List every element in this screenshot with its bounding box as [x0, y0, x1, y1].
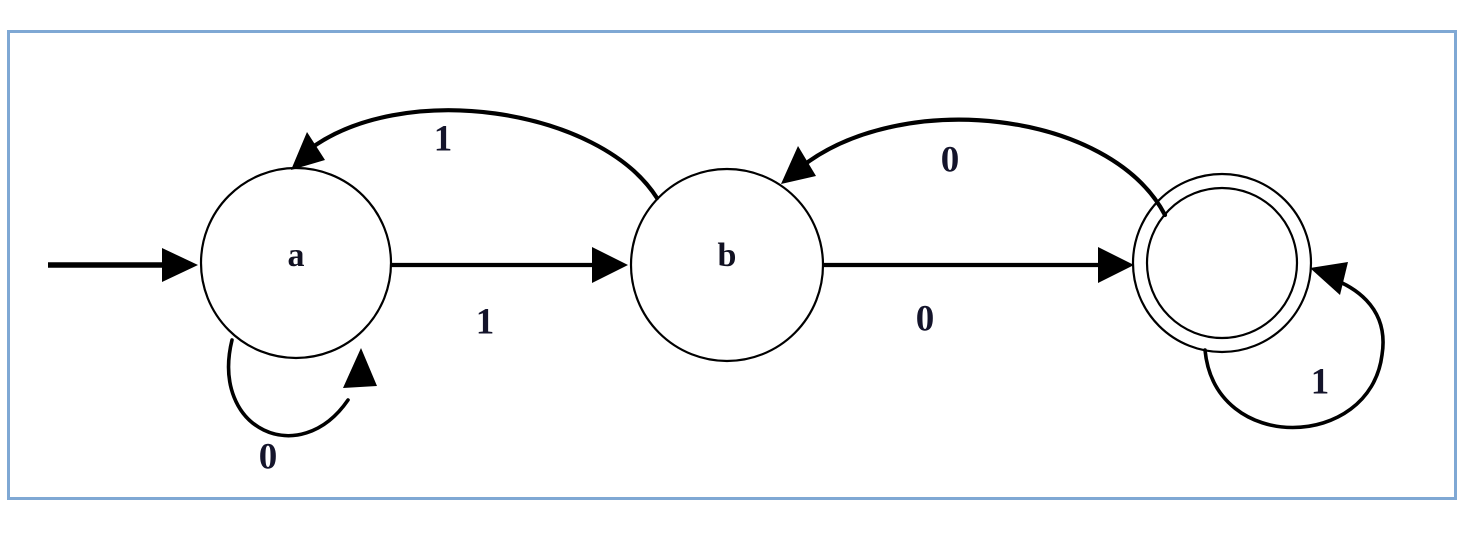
transition-c-self-loop-arrowhead [1310, 262, 1348, 295]
transition-a-self-loop[interactable]: 0 [226, 338, 377, 477]
transition-b-to-a-label: 1 [434, 118, 453, 159]
transition-a-to-b-arrowhead [592, 247, 628, 283]
state-c-accepting[interactable] [1131, 172, 1313, 354]
transition-b-to-c-label: 0 [916, 298, 935, 339]
start-arrowhead [162, 248, 198, 282]
transition-b-to-a-arc[interactable] [303, 108, 660, 201]
transition-b-to-c-arrowhead [1098, 247, 1134, 283]
state-b-label: b [718, 237, 737, 274]
transition-b-to-a[interactable]: 1 [291, 108, 660, 201]
state-c-inner-circle [1145, 186, 1299, 340]
transition-c-to-b-arrowhead [781, 146, 816, 184]
transition-c-self-loop[interactable]: 1 [1203, 262, 1385, 430]
transition-b-to-c[interactable]: 0 [821, 247, 1134, 339]
transition-b-to-a-arrowhead [291, 132, 325, 170]
transition-a-to-b-label: 1 [476, 301, 495, 342]
transition-c-to-b[interactable]: 0 [781, 117, 1168, 218]
transition-c-self-loop-arc[interactable] [1203, 276, 1385, 430]
state-c-outer-circle[interactable] [1131, 172, 1313, 354]
transition-a-self-loop-label: 0 [259, 436, 278, 477]
transition-c-to-b-arc[interactable] [797, 117, 1168, 218]
transition-a-self-loop-arc[interactable] [226, 338, 350, 438]
transition-c-to-b-label: 0 [941, 139, 960, 180]
transition-a-self-loop-arrowhead [343, 348, 377, 388]
state-a[interactable]: a [199, 166, 393, 360]
state-b[interactable]: b [629, 167, 825, 363]
state-a-label: a [288, 237, 305, 274]
transition-c-self-loop-label: 1 [1311, 361, 1330, 402]
transition-a-to-b[interactable]: 1 [389, 247, 628, 342]
start-arrow [48, 248, 198, 282]
